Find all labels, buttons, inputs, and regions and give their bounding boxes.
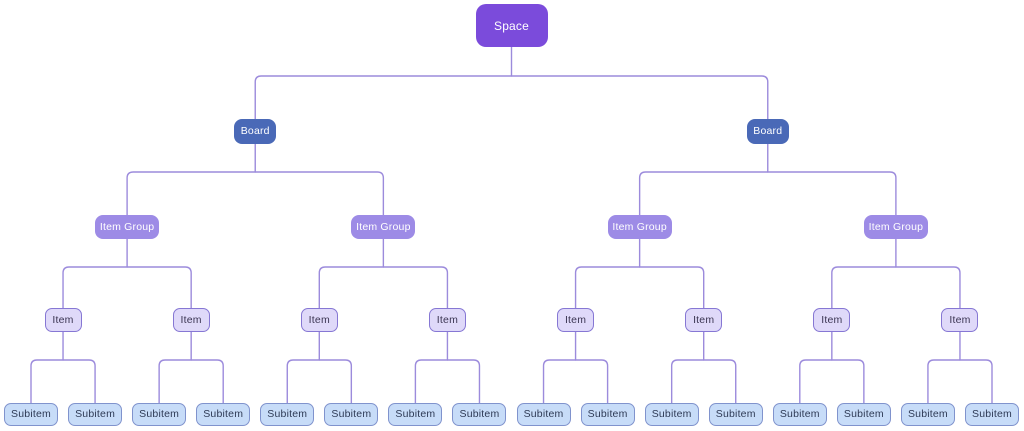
- connector-line: [254, 75, 769, 120]
- connector-line: [62, 266, 192, 309]
- node-subitem: Subitem: [388, 403, 443, 426]
- node-item: Item: [941, 308, 979, 332]
- node-subitem: Subitem: [580, 403, 635, 426]
- node-subitem: Subitem: [132, 403, 187, 426]
- connector-line: [831, 266, 961, 309]
- node-item: Item: [300, 308, 338, 332]
- node-subitem: Subitem: [68, 403, 123, 426]
- connector-line: [318, 266, 449, 309]
- node-item: Item: [44, 308, 82, 332]
- node-item-group: Item Group: [351, 215, 416, 239]
- node-subitem: Subitem: [452, 403, 507, 426]
- connector-line: [542, 359, 609, 404]
- node-subitem: Subitem: [644, 403, 699, 426]
- connector-line: [286, 359, 353, 404]
- node-board: Board: [746, 119, 789, 144]
- connector-line: [799, 359, 865, 404]
- node-subitem: Subitem: [324, 403, 379, 426]
- node-item: Item: [428, 308, 466, 332]
- node-item: Item: [557, 308, 595, 332]
- connector-line: [638, 171, 897, 216]
- node-subitem: Subitem: [965, 403, 1019, 426]
- connector-line: [414, 359, 481, 404]
- node-subitem: Subitem: [900, 403, 955, 426]
- node-board: Board: [234, 119, 277, 144]
- node-subitem: Subitem: [196, 403, 251, 426]
- node-item: Item: [685, 308, 723, 332]
- connector-line: [670, 359, 737, 404]
- node-item-group: Item Group: [95, 215, 160, 239]
- node-item-group: Item Group: [607, 215, 672, 239]
- node-item: Item: [813, 308, 851, 332]
- node-item: Item: [172, 308, 210, 332]
- connector-line: [574, 266, 705, 309]
- node-space: Space: [475, 4, 548, 47]
- node-item-group: Item Group: [863, 215, 928, 239]
- node-subitem: Subitem: [516, 403, 571, 426]
- node-subitem: Subitem: [4, 403, 58, 426]
- connector-line: [126, 171, 385, 216]
- connector-line: [927, 359, 993, 404]
- node-subitem: Subitem: [836, 403, 891, 426]
- node-subitem: Subitem: [260, 403, 315, 426]
- connector-line: [30, 359, 96, 404]
- node-subitem: Subitem: [708, 403, 763, 426]
- node-subitem: Subitem: [772, 403, 827, 426]
- connector-line: [158, 359, 224, 404]
